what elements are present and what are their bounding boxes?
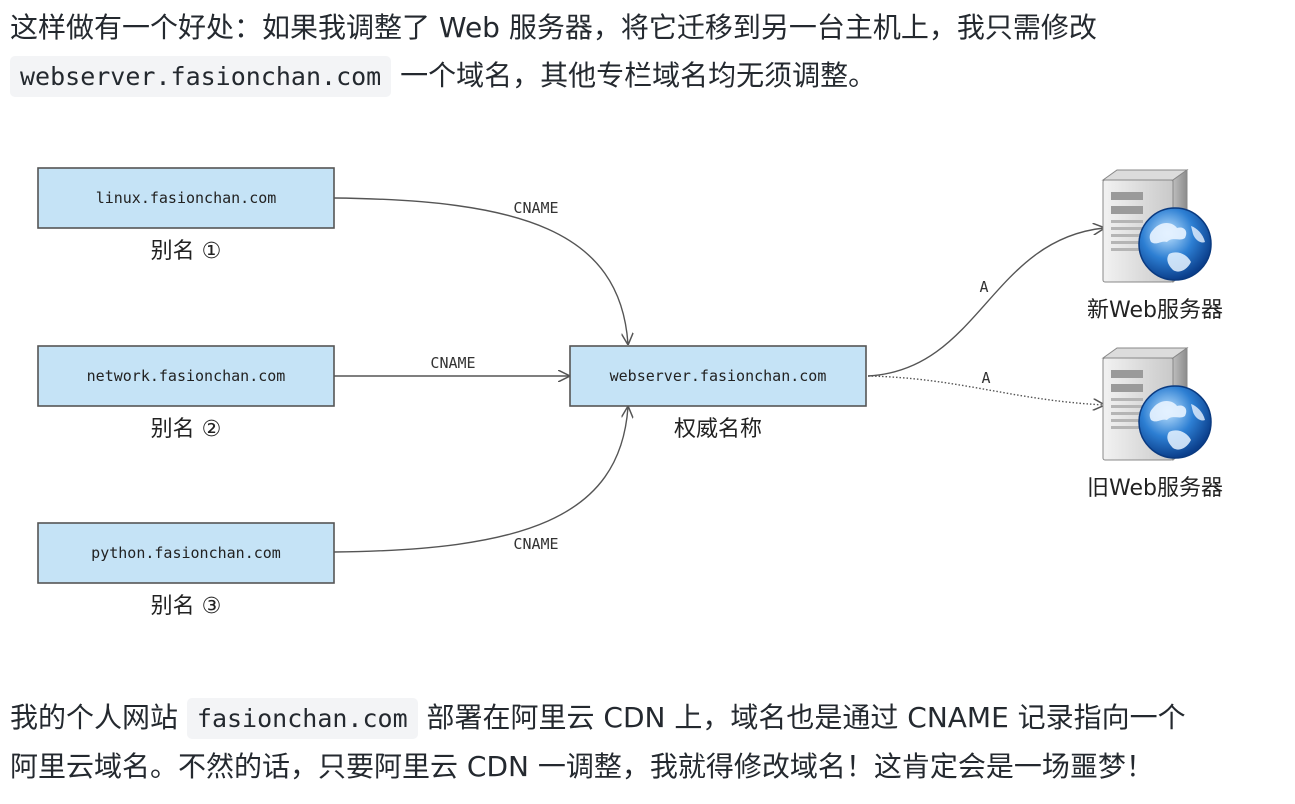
edge-python-cname	[333, 407, 628, 553]
cdn-part-2: 部署在阿里云 CDN 上，域名也是通过 CNAME 记录指向一个	[417, 701, 1186, 734]
alias-node-network: network.fasionchan.com 别名 ②	[37, 345, 335, 442]
alias-domain-linux: linux.fasionchan.com	[96, 189, 277, 207]
new-server-caption: 新Web服务器	[1087, 298, 1223, 323]
alias-domain-python: python.fasionchan.com	[91, 544, 281, 562]
intro-paragraph: 这样做有一个好处：如果我调整了 Web 服务器，将它迁移到另一台主机上，我只需修…	[10, 4, 1290, 101]
edge-a-old-server	[867, 375, 1104, 405]
cdn-part-1: 我的个人网站	[10, 701, 187, 734]
canonical-caption: 权威名称	[674, 417, 762, 442]
inline-code-fasionchan: fasionchan.com	[186, 698, 418, 739]
edge-label-cname-1: CNAME	[513, 199, 558, 217]
edge-label-cname-2: CNAME	[430, 354, 475, 372]
inline-code-webserver: webserver.fasionchan.com	[10, 56, 392, 97]
alias-caption-2: 别名 ②	[151, 417, 222, 442]
alias-caption-1: 别名 ①	[151, 239, 222, 264]
old-server-caption: 旧Web服务器	[1087, 476, 1223, 501]
edge-label-a-new: A	[979, 278, 988, 296]
server-globe-icon	[1102, 169, 1212, 283]
intro-line-1: 这样做有一个好处：如果我调整了 Web 服务器，将它迁移到另一台主机上，我只需修…	[10, 11, 1097, 44]
old-server-node: 旧Web服务器	[1087, 347, 1223, 501]
edge-a-new-server	[867, 228, 1104, 377]
alias-node-linux: linux.fasionchan.com 别名 ①	[37, 167, 335, 264]
intro-line-2: 一个域名，其他专栏域名均无须调整。	[391, 59, 877, 92]
server-globe-icon	[1102, 347, 1212, 461]
cdn-paragraph: 我的个人网站 fasionchan.com 部署在阿里云 CDN 上，域名也是通…	[10, 694, 1290, 791]
edge-label-cname-3: CNAME	[513, 535, 558, 553]
edge-linux-cname	[333, 197, 628, 344]
canonical-node: webserver.fasionchan.com 权威名称	[569, 345, 867, 442]
alias-domain-network: network.fasionchan.com	[87, 367, 286, 385]
cdn-line-2: 阿里云域名。不然的话，只要阿里云 CDN 一调整，我就得修改域名！这肯定会是一场…	[10, 750, 1154, 783]
cname-diagram: CNAME CNAME CNAME A A linux.fasionchan.c…	[37, 167, 1223, 619]
edge-label-a-old: A	[981, 369, 990, 387]
alias-caption-3: 别名 ③	[151, 594, 222, 619]
new-server-node: 新Web服务器	[1087, 169, 1223, 323]
canonical-domain: webserver.fasionchan.com	[610, 367, 827, 385]
alias-node-python: python.fasionchan.com 别名 ③	[37, 522, 335, 619]
